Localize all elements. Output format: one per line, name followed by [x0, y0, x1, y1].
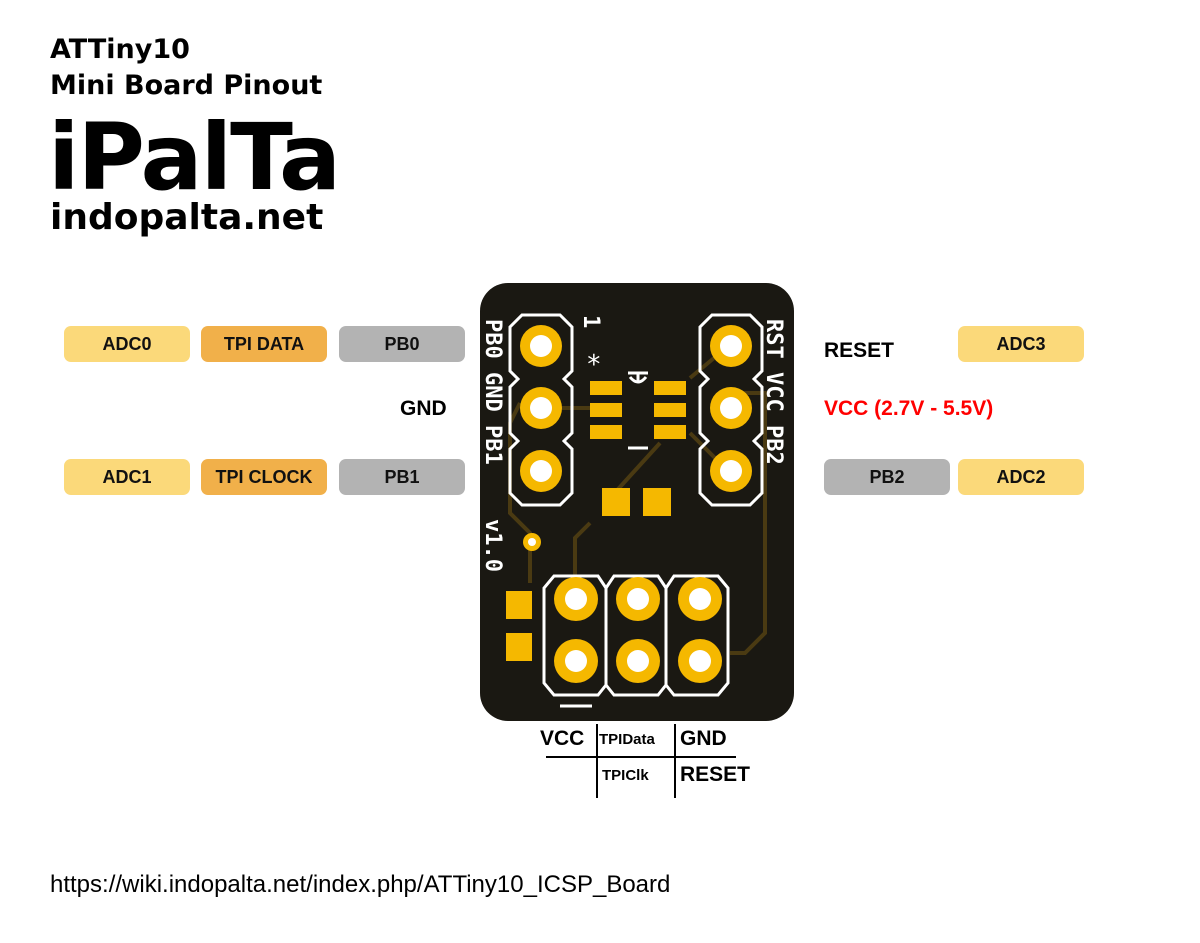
label-adc0: ADC0	[64, 326, 190, 362]
label-reset: RESET	[824, 339, 895, 362]
label-tpi-clock: TPI CLOCK	[201, 459, 327, 495]
cap-pad-1	[602, 488, 630, 516]
label-vcc: VCC (2.7V - 5.5V)	[824, 397, 994, 420]
icsp-outline	[542, 574, 730, 697]
icsp-legend: VCC TPIData GND TPIClk RESET	[536, 722, 776, 802]
via-hole	[528, 538, 536, 546]
label-adc2: ADC2	[958, 459, 1084, 495]
icsp-pads	[554, 577, 722, 683]
legend-divider-v1	[596, 724, 598, 798]
legend-tpidata: TPIData	[599, 731, 655, 748]
left-header-outline	[508, 313, 574, 507]
left-header-pads	[520, 325, 562, 492]
right-header-outline	[698, 313, 764, 507]
cap-pad-2	[643, 488, 671, 516]
label-pb1: PB1	[339, 459, 465, 495]
smd-pad-2	[506, 633, 532, 661]
legend-tpiclk: TPIClk	[602, 767, 649, 784]
ic-notch	[628, 376, 648, 384]
legend-gnd: GND	[680, 727, 727, 750]
site-name: indopalta.net	[50, 197, 324, 238]
smd-pad-1	[506, 591, 532, 619]
attiny10-footprint	[590, 381, 686, 439]
right-header-pads	[710, 325, 752, 492]
silk-right-pins: RST VCC PB2	[761, 319, 786, 465]
label-tpi-data: TPI DATA	[201, 326, 327, 362]
title-line-1: ATTiny10	[50, 34, 190, 65]
legend-divider-h	[546, 756, 736, 758]
silk-star: *	[586, 350, 602, 380]
label-adc1: ADC1	[64, 459, 190, 495]
label-pb0: PB0	[339, 326, 465, 362]
label-adc3: ADC3	[958, 326, 1084, 362]
pcb-board: PB0 GND PB1 RST VCC PB2 1 * v1.0	[480, 283, 794, 721]
legend-divider-v2	[674, 724, 676, 798]
ipalta-logo: iPalTa	[48, 104, 341, 211]
silk-version: v1.0	[480, 519, 505, 572]
legend-reset: RESET	[680, 763, 751, 786]
title-line-2: Mini Board Pinout	[50, 70, 323, 101]
wiki-url[interactable]: https://wiki.indopalta.net/index.php/ATT…	[50, 871, 671, 898]
silk-left-pins: PB0 GND PB1	[480, 319, 505, 465]
silk-pin1: 1	[578, 315, 603, 328]
legend-vcc: VCC	[540, 727, 585, 750]
label-pb2: PB2	[824, 459, 950, 495]
label-gnd: GND	[400, 397, 447, 420]
